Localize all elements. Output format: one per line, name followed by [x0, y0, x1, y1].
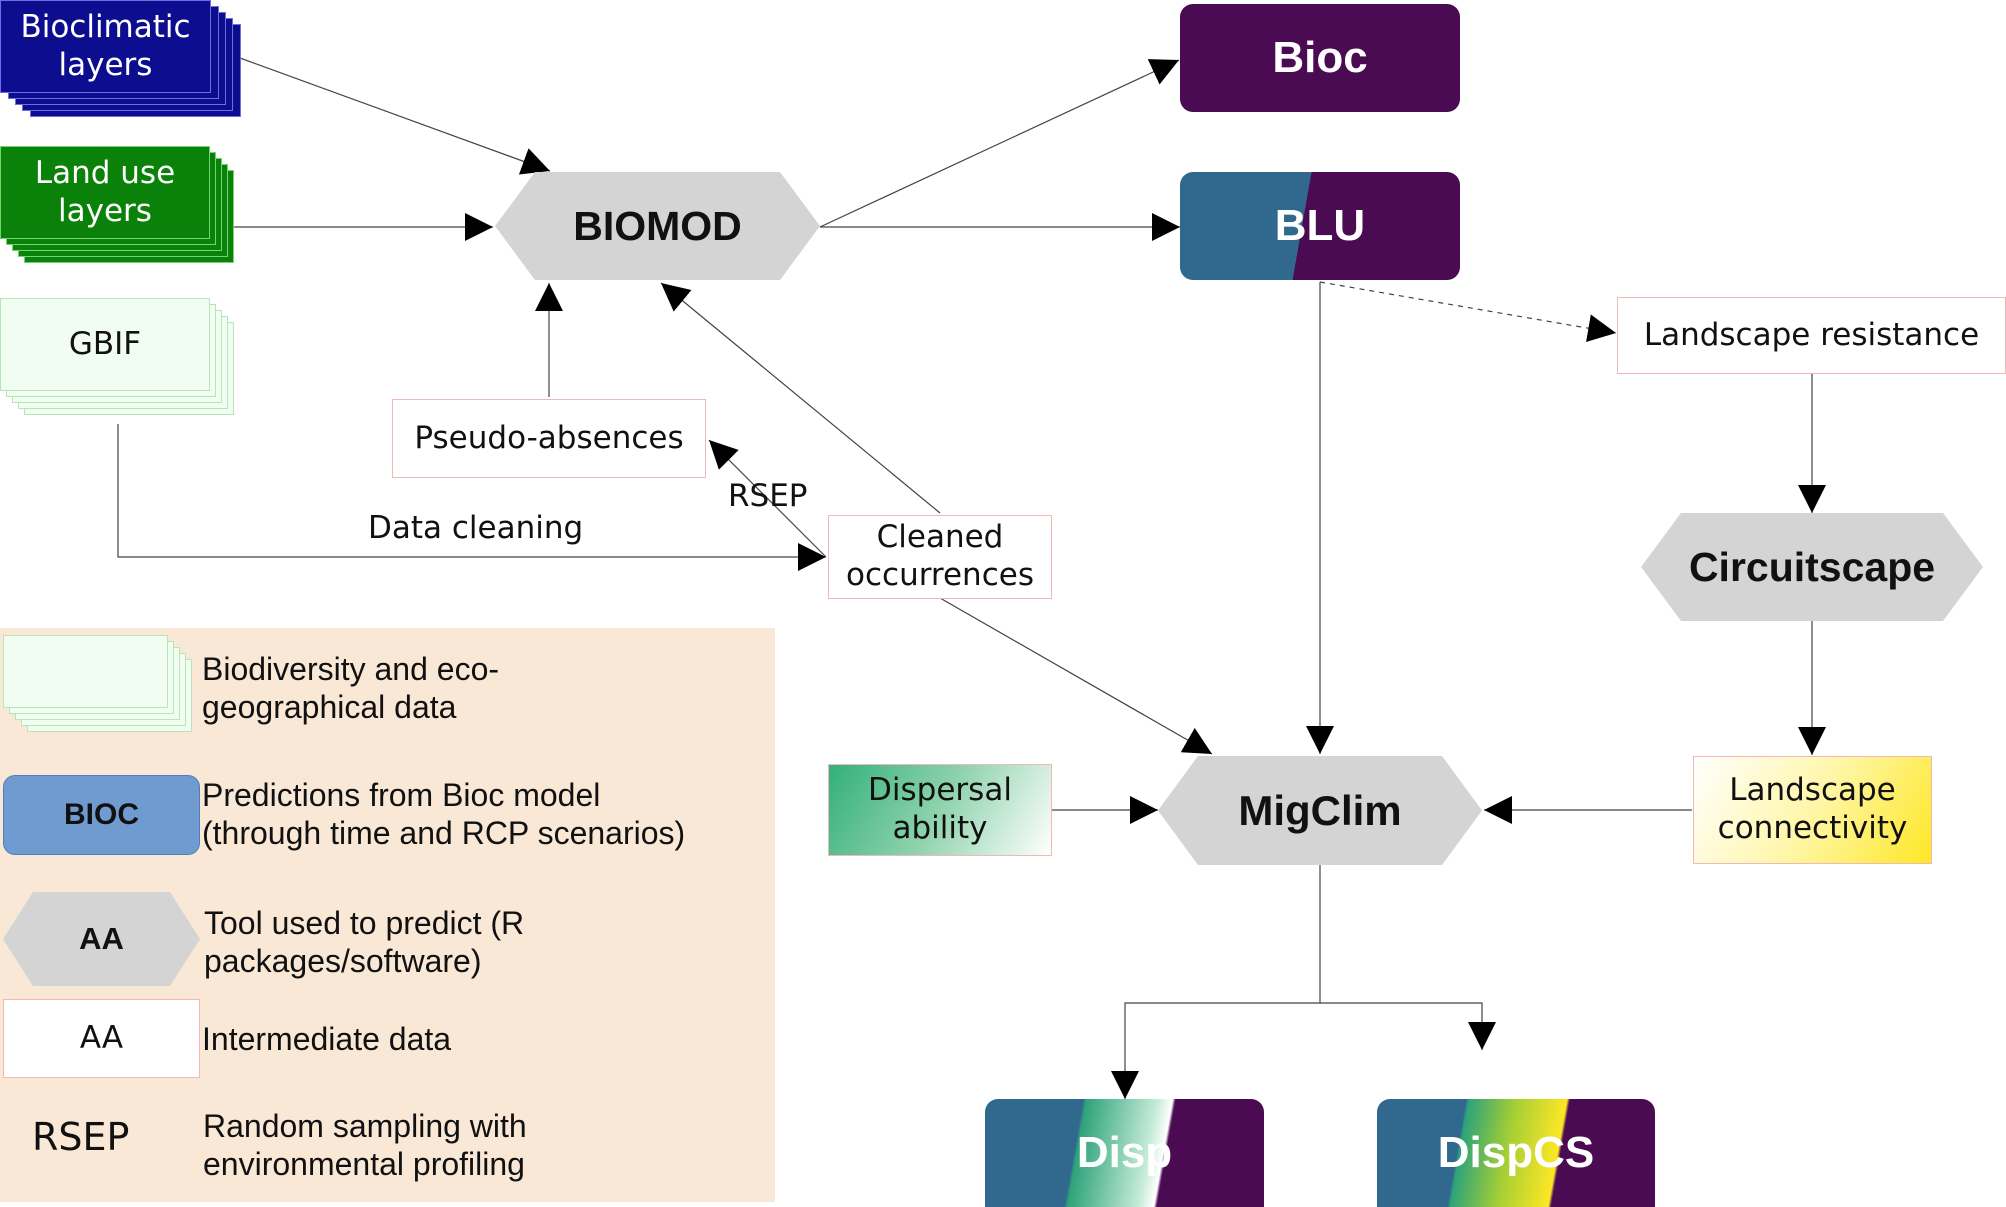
pseudo-absences-box: Pseudo-absences — [392, 399, 706, 478]
edge-bioclimatic-to-biomod — [239, 57, 551, 175]
legend-text-intermediate: Intermediate data — [202, 1021, 452, 1057]
legend-data-stack-icon — [3, 635, 193, 745]
biomod-tool: BIOMOD — [495, 172, 820, 280]
edge-cleaned-to-migclim — [939, 597, 1213, 755]
legend-bioc-swatch: BIOC — [3, 775, 200, 855]
legend-text-tool: Tool used to predict (R packages/softwar… — [204, 905, 525, 980]
edge-migclim-to-disp — [1111, 865, 1321, 1099]
gbif-label: GBIF — [68, 325, 142, 362]
circuitscape-tool: Circuitscape — [1641, 513, 1983, 621]
bioclimatic-layers-label: Bioclimatic layers — [20, 9, 191, 83]
legend-text-data: Biodiversity and eco-geographical data — [202, 651, 500, 726]
edge-rsep-to-pseudoabsences — [708, 439, 827, 558]
data-cleaning-label: Data cleaning — [368, 510, 584, 546]
gbif-stack: GBIF — [0, 298, 235, 424]
migclim-tool: MigClim — [1158, 756, 1482, 865]
legend-text-predictions: Predictions from Bioc model (through tim… — [202, 777, 686, 852]
legend-rsep-symbol: RSEP — [32, 1115, 130, 1159]
bioclimatic-layers-stack: Bioclimatic layers — [0, 0, 242, 118]
cleaned-occurrences-box: Cleaned occurrences — [828, 515, 1052, 599]
edge-migclim-to-dispcs — [1320, 1002, 1496, 1050]
bioc-prediction: Bioc — [1180, 4, 1460, 112]
edge-biomod-to-bioc — [819, 59, 1180, 228]
rsep-label: RSEP — [728, 478, 808, 514]
legend-intermediate-swatch: AA — [3, 999, 200, 1078]
blu-prediction: BLU — [1180, 172, 1460, 280]
edge-gbif-data-cleaning — [117, 424, 826, 571]
dispcs-prediction: DispCS — [1377, 1099, 1655, 1207]
land-use-layers-label: Land use layers — [34, 155, 176, 229]
legend-tool-swatch: AA — [3, 892, 200, 986]
edge-cleaned-to-biomod — [660, 282, 941, 514]
edge-blu-to-resistance — [1319, 281, 1617, 343]
landscape-connectivity-box: Landscape connectivity — [1693, 756, 1932, 864]
legend-text-rsep: Random sampling with environmental profi… — [203, 1108, 527, 1183]
disp-prediction: Disp — [985, 1099, 1264, 1207]
landscape-resistance-box: Landscape resistance — [1617, 297, 2006, 374]
legend-panel: Biodiversity and eco-geographical data B… — [0, 628, 775, 1202]
dispersal-ability-box: Dispersal ability — [828, 764, 1052, 856]
land-use-layers-stack: Land use layers — [0, 146, 235, 272]
